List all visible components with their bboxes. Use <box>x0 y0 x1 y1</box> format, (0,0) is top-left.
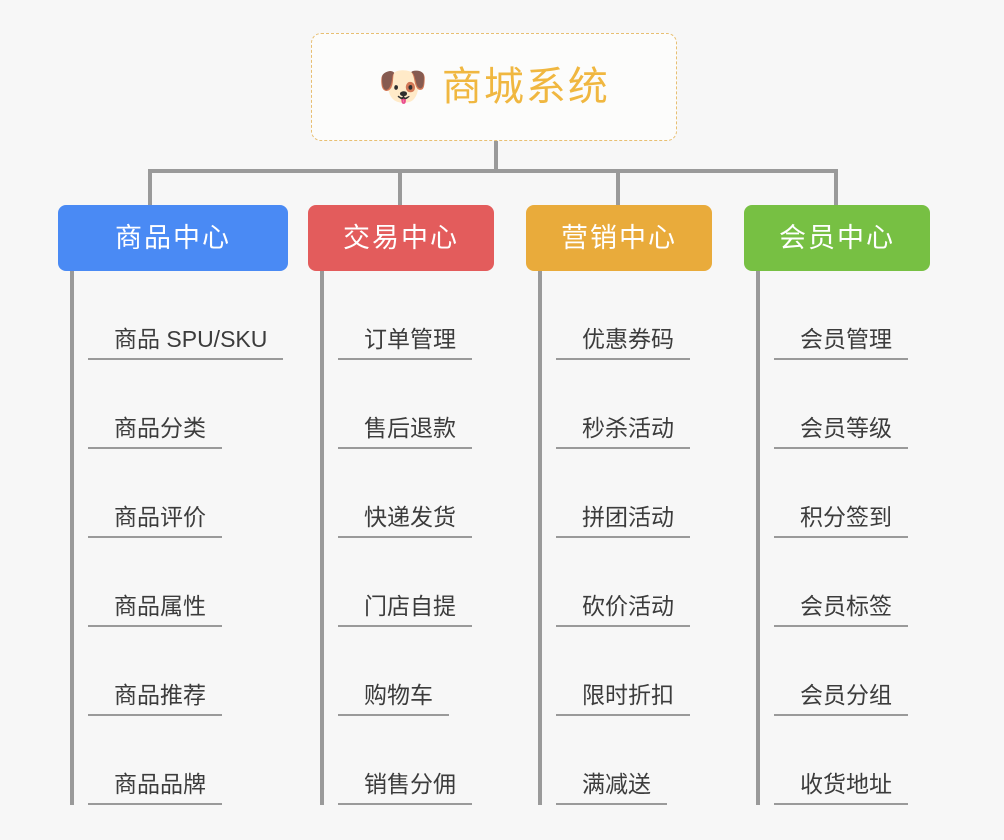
leaf-label: 商品 SPU/SKU <box>88 326 284 360</box>
category-title: 营销中心 <box>561 222 677 253</box>
list-item[interactable]: 会员等级 <box>774 360 930 449</box>
list-item[interactable]: 门店自提 <box>338 538 494 627</box>
category-title: 商品中心 <box>115 222 231 253</box>
leaf-label: 拼团活动 <box>556 504 690 538</box>
connector-drop-1 <box>148 169 152 207</box>
list-item[interactable]: 快递发货 <box>338 449 494 538</box>
root-title: 商城系统 <box>441 65 610 109</box>
branch-member-center: 会员中心 会员管理 会员等级 积分签到 会员标签 会员分组 收货地址 <box>744 205 930 805</box>
list-item[interactable]: 商品品牌 <box>88 716 288 805</box>
leaf-label: 购物车 <box>338 682 449 716</box>
category-header-marketing-center[interactable]: 营销中心 <box>526 205 712 271</box>
leaf-label: 商品推荐 <box>88 682 222 716</box>
list-item[interactable]: 满减送 <box>556 716 712 805</box>
leaf-label: 会员管理 <box>774 326 908 360</box>
list-item[interactable]: 订单管理 <box>338 271 494 360</box>
list-item[interactable]: 售后退款 <box>338 360 494 449</box>
list-item[interactable]: 会员标签 <box>774 538 930 627</box>
leaf-label: 销售分佣 <box>338 771 472 805</box>
leaf-label: 会员分组 <box>774 682 908 716</box>
leaf-label: 订单管理 <box>338 326 472 360</box>
leaf-label: 限时折扣 <box>556 682 690 716</box>
leaf-label: 快递发货 <box>338 504 472 538</box>
leaf-list-product-center: 商品 SPU/SKU 商品分类 商品评价 商品属性 商品推荐 商品品牌 <box>70 271 288 805</box>
leaf-label: 商品分类 <box>88 415 222 449</box>
leaf-label: 商品评价 <box>88 504 222 538</box>
leaf-list-trade-center: 订单管理 售后退款 快递发货 门店自提 购物车 销售分佣 <box>320 271 494 805</box>
list-item[interactable]: 收货地址 <box>774 716 930 805</box>
branch-trade-center: 交易中心 订单管理 售后退款 快递发货 门店自提 购物车 销售分佣 <box>308 205 494 805</box>
list-item[interactable]: 商品属性 <box>88 538 288 627</box>
leaf-label: 优惠券码 <box>556 326 690 360</box>
list-item[interactable]: 商品推荐 <box>88 627 288 716</box>
list-item[interactable]: 砍价活动 <box>556 538 712 627</box>
leaf-label: 商品品牌 <box>88 771 222 805</box>
connector-root-stem <box>494 141 498 172</box>
list-item[interactable]: 会员分组 <box>774 627 930 716</box>
connector-drop-2 <box>398 169 402 207</box>
list-item[interactable]: 限时折扣 <box>556 627 712 716</box>
connector-drop-3 <box>616 169 620 207</box>
leaf-label: 积分签到 <box>774 504 908 538</box>
leaf-label: 砍价活动 <box>556 593 690 627</box>
category-header-product-center[interactable]: 商品中心 <box>58 205 288 271</box>
leaf-label: 商品属性 <box>88 593 222 627</box>
list-item[interactable]: 购物车 <box>338 627 494 716</box>
category-title: 交易中心 <box>343 222 459 253</box>
leaf-label: 会员等级 <box>774 415 908 449</box>
leaf-label: 售后退款 <box>338 415 472 449</box>
list-item[interactable]: 销售分佣 <box>338 716 494 805</box>
category-title: 会员中心 <box>779 222 895 253</box>
dog-face-icon: 🐶 <box>378 65 428 109</box>
list-item[interactable]: 积分签到 <box>774 449 930 538</box>
list-item[interactable]: 优惠券码 <box>556 271 712 360</box>
list-item[interactable]: 商品分类 <box>88 360 288 449</box>
list-item[interactable]: 秒杀活动 <box>556 360 712 449</box>
leaf-label: 会员标签 <box>774 593 908 627</box>
leaf-label: 收货地址 <box>774 771 908 805</box>
list-item[interactable]: 拼团活动 <box>556 449 712 538</box>
branch-marketing-center: 营销中心 优惠券码 秒杀活动 拼团活动 砍价活动 限时折扣 满减送 <box>526 205 712 805</box>
list-item[interactable]: 商品评价 <box>88 449 288 538</box>
list-item[interactable]: 会员管理 <box>774 271 930 360</box>
leaf-label: 秒杀活动 <box>556 415 690 449</box>
connector-drop-4 <box>834 169 838 207</box>
leaf-list-member-center: 会员管理 会员等级 积分签到 会员标签 会员分组 收货地址 <box>756 271 930 805</box>
branch-product-center: 商品中心 商品 SPU/SKU 商品分类 商品评价 商品属性 商品推荐 商品品牌 <box>58 205 288 805</box>
leaf-label: 门店自提 <box>338 593 472 627</box>
list-item[interactable]: 商品 SPU/SKU <box>88 271 288 360</box>
category-header-member-center[interactable]: 会员中心 <box>744 205 930 271</box>
leaf-label: 满减送 <box>556 771 667 805</box>
root-node[interactable]: 🐶 商城系统 <box>311 33 677 141</box>
leaf-list-marketing-center: 优惠券码 秒杀活动 拼团活动 砍价活动 限时折扣 满减送 <box>538 271 712 805</box>
category-header-trade-center[interactable]: 交易中心 <box>308 205 494 271</box>
connector-horizontal-bus <box>148 169 838 173</box>
